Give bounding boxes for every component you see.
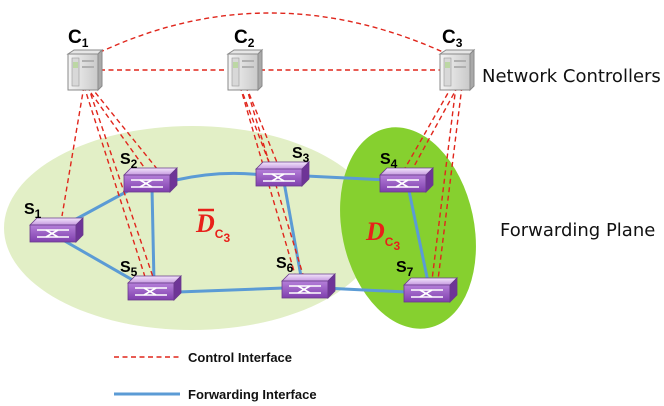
controller-c1-letter: C [68,27,82,48]
control-link-c1-s2b [89,85,159,171]
switch-s1-sub: 1 [35,207,42,221]
control-link-c1-s5b [87,85,155,281]
legend-control-label: Control Interface [188,350,292,365]
forwarding-link-s2-s3 [175,171,263,182]
switch-s5[interactable] [127,275,182,301]
domain-dbar-subsub: 3 [223,231,230,245]
controller-c2-letter: C [234,27,248,48]
control-link-c3-s4a [403,85,453,171]
network-controllers-label: Network Controllers [482,66,661,87]
domain-d-subsub: 3 [393,239,400,253]
controller-label-c2: C2 [234,27,255,50]
control-link-c1-c3-arc [83,12,461,61]
switch-s7[interactable] [403,277,458,303]
switch-label-s2: S2 [120,151,138,171]
switch-label-s5: S5 [120,259,138,279]
legend-forwarding-label: Forwarding Interface [188,387,317,402]
switch-s1[interactable] [29,217,84,243]
controller-label-c1: C1 [68,27,89,50]
switch-s3[interactable] [255,161,310,187]
switch-s3-sub: 3 [303,151,310,165]
control-link-c2-s3a [239,85,271,166]
forwarding-link-s2-s5 [150,187,156,283]
switch-s2[interactable] [123,167,178,193]
switch-s7-sub: 7 [407,265,414,279]
domain-label-dbar-c3: DC3 [195,209,230,245]
switch-s5-letter: S [120,259,131,276]
controller-c2-sub: 2 [248,36,255,50]
domain-d-letter: D [365,217,385,246]
switch-s6-letter: S [276,255,287,272]
control-link-c2-s3b [245,85,279,166]
domain-dbar-sub: C [215,227,224,241]
switch-s4-letter: S [380,151,391,168]
forwarding-link-s3-s6 [282,181,304,283]
controller-c3-sub: 3 [456,36,463,50]
controller-c3[interactable] [438,48,476,92]
domain-label-d-c3: DC3 [365,217,400,253]
domain-d-sub: C [385,235,394,249]
switch-s6-sub: 6 [287,261,294,275]
switch-label-s7: S7 [396,259,414,279]
forwarding-link-s5-s6 [177,286,285,294]
switch-label-s3: S3 [292,145,310,165]
control-link-c1-s1 [61,85,85,217]
control-link-c3-s4b [411,85,459,171]
control-link-c3-s7b [437,85,463,281]
controller-c2[interactable] [226,48,264,92]
controller-c1-sub: 1 [82,36,89,50]
switch-s2-letter: S [120,151,131,168]
switch-label-s6: S6 [276,255,294,275]
switch-s7-letter: S [396,259,407,276]
switch-s1-letter: S [24,201,35,218]
controller-c3-letter: C [442,27,456,48]
switch-label-s4: S4 [380,151,398,171]
domain-dbar-letter: D [195,209,215,238]
forwarding-link-s4-s7 [406,185,430,283]
controller-c1[interactable] [66,48,104,92]
switch-s5-sub: 5 [131,265,138,279]
control-links [61,12,463,281]
switch-label-s1: S1 [24,201,42,221]
switch-s3-letter: S [292,145,303,162]
switch-s6[interactable] [281,273,336,299]
switch-s4-sub: 4 [391,157,398,171]
domain-region-d-c3 [340,127,476,329]
control-link-c3-s7a [431,85,457,281]
switch-s2-sub: 2 [131,157,138,171]
forwarding-link-s6-s7 [323,286,407,294]
control-link-c1-s2a [85,85,147,171]
forwarding-plane-label: Forwarding Plane [500,220,655,241]
forwarding-link-s3-s4 [305,174,387,182]
switch-s4[interactable] [379,167,434,193]
controller-label-c3: C3 [442,27,463,50]
